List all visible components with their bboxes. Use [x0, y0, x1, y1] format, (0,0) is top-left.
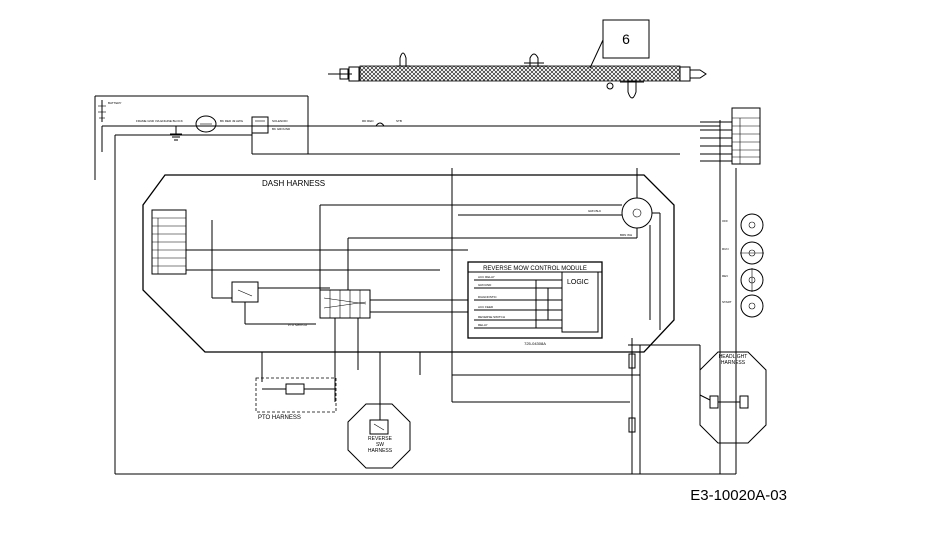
svg-text:FRAME GND VIA ENGINE BLOCK: FRAME GND VIA ENGINE BLOCK [136, 119, 183, 123]
svg-text:RUN: RUN [722, 247, 729, 251]
reverse-sw-harness: REVERSE SW HARNESS [347, 375, 411, 469]
svg-text:SOLENOID: SOLENOID [272, 119, 288, 123]
svg-text:BRN WH: BRN WH [620, 233, 632, 237]
vertical-drops [261, 338, 701, 474]
svg-text:START: START [722, 300, 732, 304]
reverse-sw-harness-label: REVERSE SW HARNESS [367, 436, 393, 454]
cable-assembly [328, 52, 707, 99]
pto-harness-label: PTO HARNESS [258, 415, 301, 421]
callout-6: 6 [589, 19, 650, 69]
svg-text:RELAY: RELAY [478, 323, 488, 327]
svg-text:BK RED 49 AWG: BK RED 49 AWG [220, 119, 244, 123]
svg-text:PTO SWITCH: PTO SWITCH [288, 323, 307, 327]
module-title: REVERSE MOW CONTROL MODULE [483, 266, 587, 272]
svg-text:DIAGNOSTIC: DIAGNOSTIC [478, 295, 498, 299]
module-logic: LOGIC [567, 279, 589, 286]
svg-text:RD RED: RD RED [362, 119, 374, 123]
svg-text:REV: REV [722, 274, 728, 278]
svg-text:ACC FEED: ACC FEED [478, 305, 494, 309]
dash-harness-label: DASH HARNESS [262, 179, 325, 188]
svg-text:ACC RELAY: ACC RELAY [478, 275, 495, 279]
module-part-number: 725-04308A [524, 341, 546, 346]
svg-text:OFF: OFF [722, 219, 728, 223]
headlight-harness: HEADLIGHT HARNESS [699, 351, 767, 444]
svg-text:BATTERY: BATTERY [108, 101, 122, 105]
svg-text:REVERSE SWITCH: REVERSE SWITCH [478, 315, 505, 319]
svg-text:GRN BLK: GRN BLK [588, 209, 601, 213]
main-trunk: RD RED STB [114, 119, 737, 475]
switch-symbols: OFF RUN REV START [722, 213, 764, 318]
right-connector-table [700, 107, 761, 165]
headlight-harness-label: HEADLIGHT HARNESS [718, 354, 748, 366]
battery-circuit: BATTERY FRAME GND VIA ENGINE BLOCK BK RE… [94, 95, 309, 180]
pto-harness: PTO HARNESS [255, 377, 337, 421]
callout-number: 6 [622, 31, 630, 47]
svg-text:STB: STB [396, 119, 402, 123]
svg-text:BK GROUND: BK GROUND [272, 127, 291, 131]
svg-text:GROUND: GROUND [478, 283, 492, 287]
dash-harness: DASH HARNESS GRN BLK BRN WH [142, 168, 675, 402]
drawing-code: E3-10020A-03 [690, 487, 787, 504]
